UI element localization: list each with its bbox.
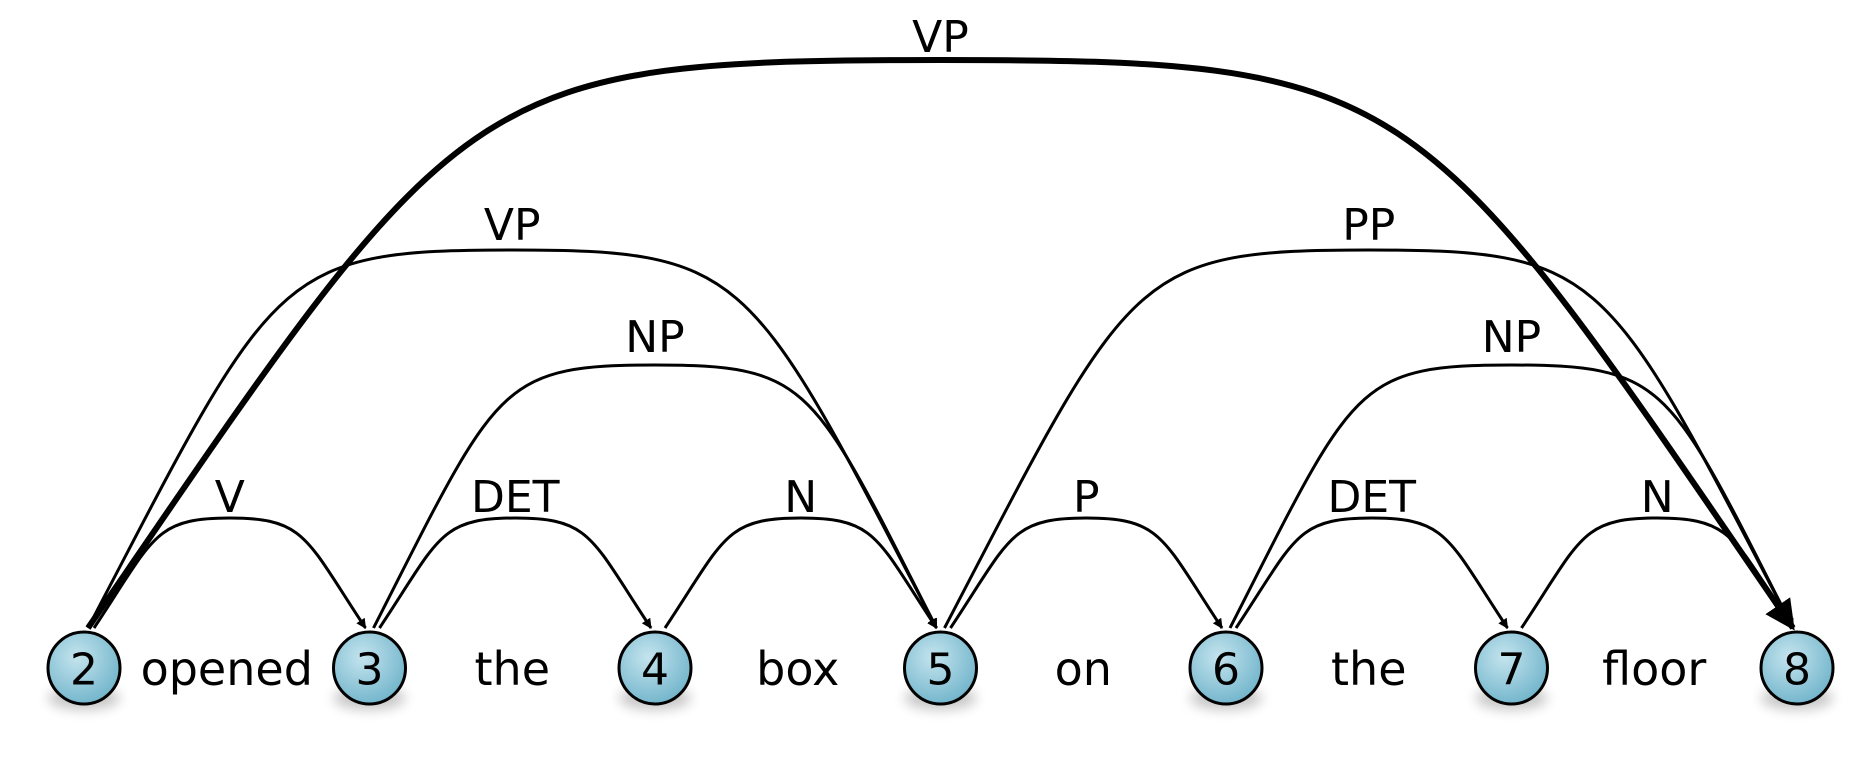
edge-label-p-5-6: P <box>1073 472 1100 523</box>
edge-label-vp-2-5: VP <box>484 200 541 251</box>
node-label-6: 6 <box>1212 645 1240 696</box>
edge-label-det-6-7: DET <box>1327 472 1416 523</box>
edge-det-6-7 <box>1234 516 1509 629</box>
edge-np-3-5 <box>372 363 938 629</box>
nodes-layer: 2 3 4 5 6 7 8 <box>46 630 1835 706</box>
edge-pp-5-8 <box>943 248 1795 629</box>
edge-np-6-8 <box>1228 363 1795 629</box>
node-label-3: 3 <box>356 645 384 696</box>
word-3: box <box>756 642 839 696</box>
node-2 <box>46 630 122 706</box>
edge-label-np-3-5: NP <box>625 312 684 363</box>
edge-n-4-5 <box>663 516 938 629</box>
edge-vp-2-5 <box>86 248 938 629</box>
edge-label-pp-5-8: PP <box>1342 200 1395 251</box>
edge-label-np-6-8: NP <box>1482 312 1541 363</box>
node-4 <box>617 630 693 706</box>
word-2: the <box>475 642 551 696</box>
edge-label-n-7-8: N <box>1641 472 1674 523</box>
node-label-8: 8 <box>1783 645 1811 696</box>
edge-label-v-2-3: V <box>215 472 245 523</box>
edge-det-3-4 <box>378 516 653 629</box>
words-layer: opened the box on the floor <box>141 642 1707 696</box>
node-label-4: 4 <box>641 645 669 696</box>
edge-p-5-6 <box>949 516 1224 629</box>
node-5 <box>903 630 978 706</box>
word-4: on <box>1055 642 1112 696</box>
node-label-2: 2 <box>70 645 98 696</box>
edge-label-det-3-4: DET <box>471 472 560 523</box>
node-label-7: 7 <box>1498 645 1526 696</box>
node-label-5: 5 <box>927 645 955 696</box>
edge-v-2-3 <box>92 516 367 629</box>
word-1: opened <box>141 642 313 696</box>
edge-vp-2-8 <box>85 56 1796 631</box>
edge-label-vp-2-8: VP <box>912 12 969 63</box>
word-5: the <box>1331 642 1407 696</box>
edge-label-n-4-5: N <box>784 472 817 523</box>
node-3 <box>332 630 407 706</box>
node-6 <box>1188 630 1264 706</box>
node-7 <box>1474 630 1549 706</box>
word-6: floor <box>1602 642 1706 696</box>
node-8 <box>1759 630 1835 706</box>
